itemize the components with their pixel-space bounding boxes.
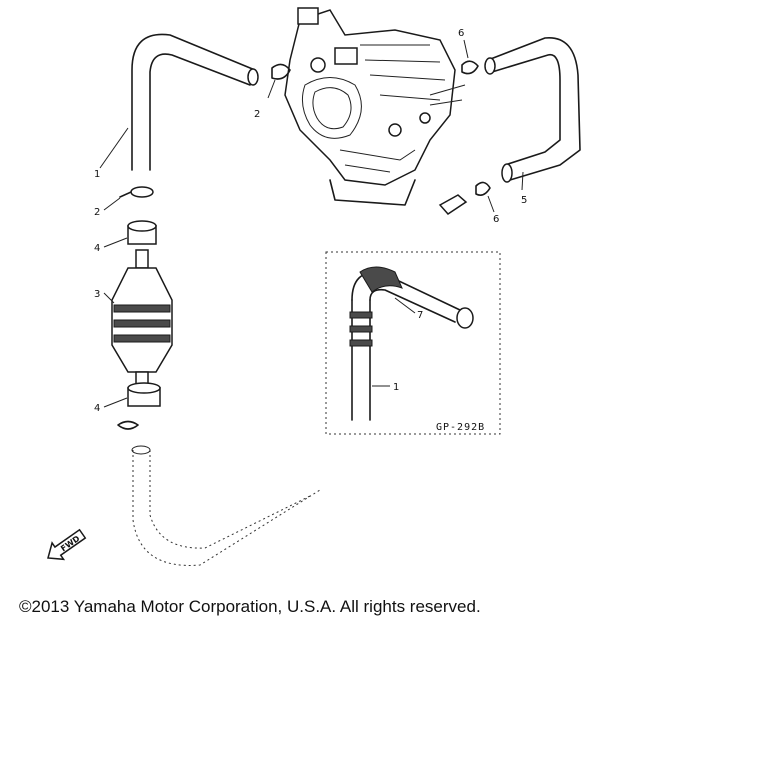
clamp-right-upper: [461, 39, 479, 75]
check-valve-upper: [103, 220, 157, 248]
callout-clamp-right-lower: 6: [493, 214, 499, 225]
clamp-carb: [267, 63, 291, 99]
inset-box: [325, 251, 501, 435]
check-valve-lower: [103, 382, 161, 408]
callout-primer-bulb: 3: [94, 289, 100, 300]
hose-left: [131, 33, 259, 171]
clamp-lower-left: [117, 420, 139, 430]
callout-inset-hose-a: 7: [417, 310, 423, 321]
callout-clamp-upper-left: 2: [94, 207, 100, 218]
callout-hose-left: 1: [94, 169, 100, 180]
copyright-notice: ©2013 Yamaha Motor Corporation, U.S.A. A…: [19, 597, 481, 616]
hose-lower: [131, 445, 321, 566]
fuel-line-exploded-diagram: 2 5 6 6 1 2 4 3: [47, 7, 581, 566]
callout-check-valve-upper: 4: [94, 243, 100, 254]
primer-bulb: [103, 249, 173, 385]
hose-right: [484, 37, 581, 183]
callout-clamp-right-upper: 6: [458, 28, 464, 39]
callout-check-valve-lower: 4: [94, 403, 100, 414]
clamp-upper-left: [103, 186, 154, 211]
callout-hose-right: 5: [521, 195, 527, 206]
callout-inset-hose-b: 1: [393, 382, 399, 393]
carburetor: [284, 7, 466, 206]
callout-clamp-carb: 2: [254, 109, 260, 120]
fitting-lower-right: [438, 181, 495, 215]
inset-code: GP-292B: [436, 422, 485, 433]
fwd-arrow: FWD: [47, 528, 87, 561]
